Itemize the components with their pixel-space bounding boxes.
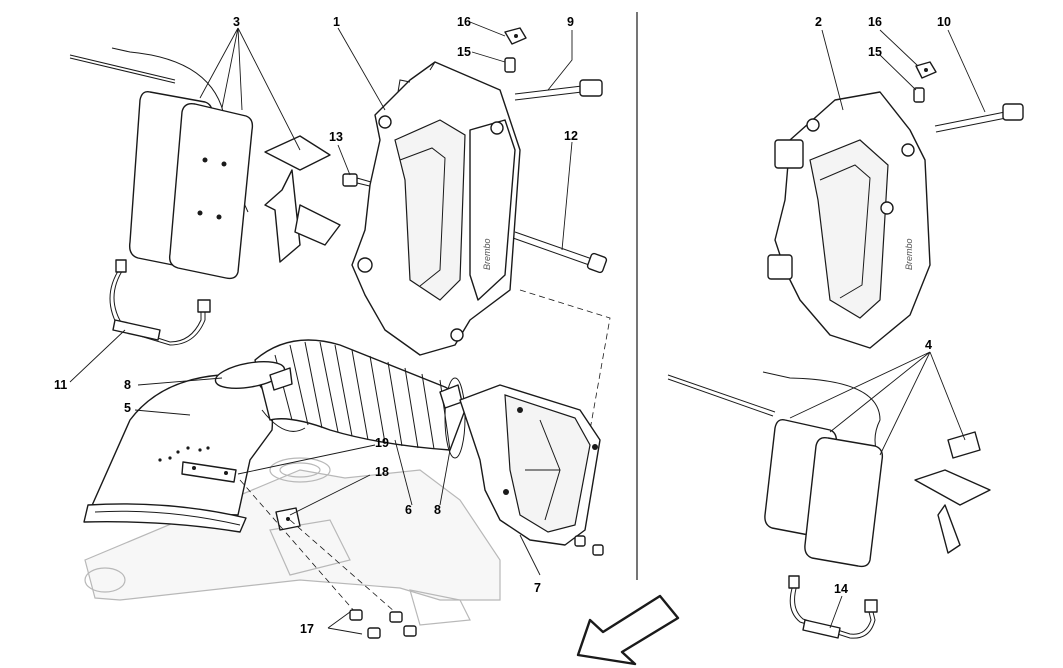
caliper-logo-left: Brembo [482, 238, 492, 270]
pad-retaining-spring-right [914, 431, 991, 554]
callout-6: 6 [405, 503, 412, 517]
hose-clamps [214, 361, 466, 459]
caliper-logo-right: Brembo [904, 238, 914, 270]
callout-18: 18 [375, 465, 389, 479]
caliper-bolt-13 [342, 173, 379, 189]
bleed-screw-left [504, 27, 527, 73]
callout-4: 4 [925, 338, 932, 352]
callout-2: 2 [815, 15, 822, 29]
callout-13: 13 [329, 130, 343, 144]
callout-labels: 3 1 16 15 9 13 12 11 8 5 19 18 6 8 7 17 … [54, 15, 951, 636]
brake-pipe-right [788, 575, 878, 639]
callout-7: 7 [534, 581, 541, 595]
callout-9: 9 [567, 15, 574, 29]
callout-15-left: 15 [457, 45, 471, 59]
caliper-bolt-9 [514, 79, 603, 101]
pad-retaining-spring-left [264, 135, 341, 263]
air-duct-hose [254, 339, 466, 451]
direction-arrow-icon [576, 594, 680, 666]
callout-3: 3 [233, 15, 240, 29]
callout-1: 1 [333, 15, 340, 29]
caliper-bolt-12 [512, 231, 608, 274]
callout-5: 5 [124, 401, 131, 415]
callout-10: 10 [937, 15, 951, 29]
callout-16-right: 16 [868, 15, 882, 29]
leader-lines [69, 21, 986, 635]
callout-17: 17 [300, 622, 314, 636]
callout-8-bottom: 8 [434, 503, 441, 517]
bleed-screw-right [913, 61, 937, 103]
brake-pads-right [667, 371, 884, 568]
brake-pipe-left [109, 259, 211, 346]
caliper-right: Brembo [767, 91, 931, 349]
caliper-left: Brembo [351, 61, 521, 356]
brake-pads-left [69, 47, 254, 280]
suspension-arm-ghost [84, 457, 501, 626]
callout-15-right: 15 [868, 45, 882, 59]
arm-bolts-17 [239, 479, 417, 639]
callout-12: 12 [564, 129, 578, 143]
callout-8-top: 8 [124, 378, 131, 392]
callout-19: 19 [375, 436, 389, 450]
cover-bolts [574, 535, 604, 556]
caliper-bolt-10 [934, 103, 1024, 133]
brake-cooling-cover [459, 384, 601, 546]
callout-16-left: 16 [457, 15, 471, 29]
duct-bracket-19 [181, 461, 237, 483]
callout-14: 14 [834, 582, 848, 596]
callout-11: 11 [54, 378, 67, 392]
